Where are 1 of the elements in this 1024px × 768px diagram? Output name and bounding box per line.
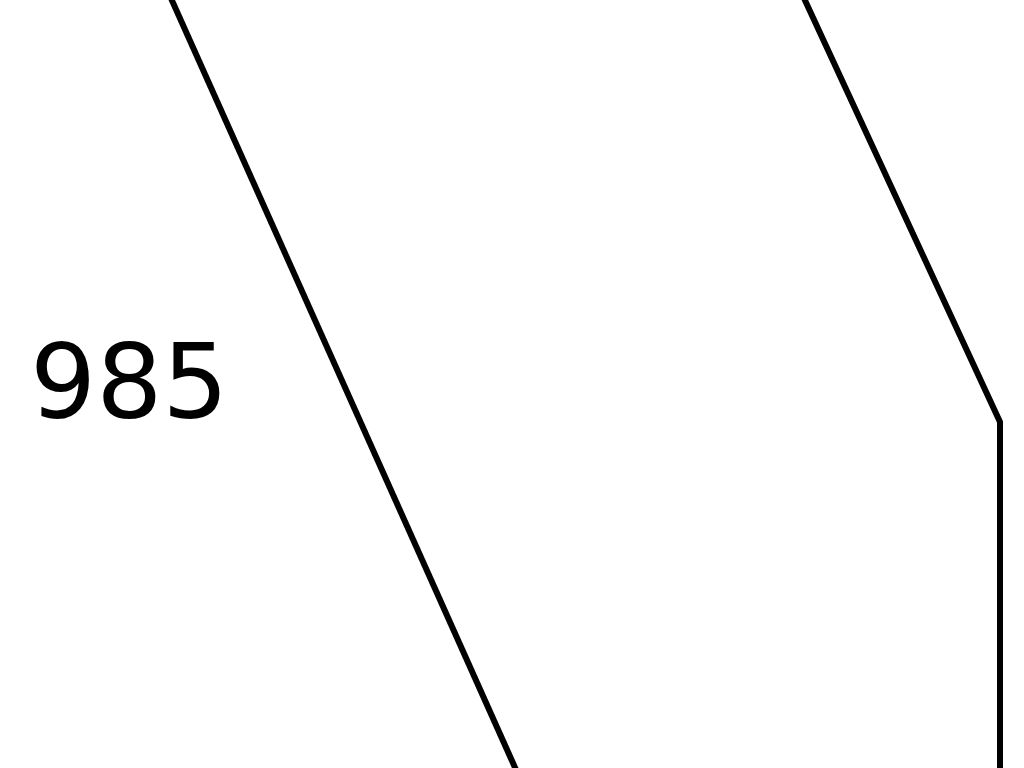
callout-number: 985	[30, 330, 229, 434]
